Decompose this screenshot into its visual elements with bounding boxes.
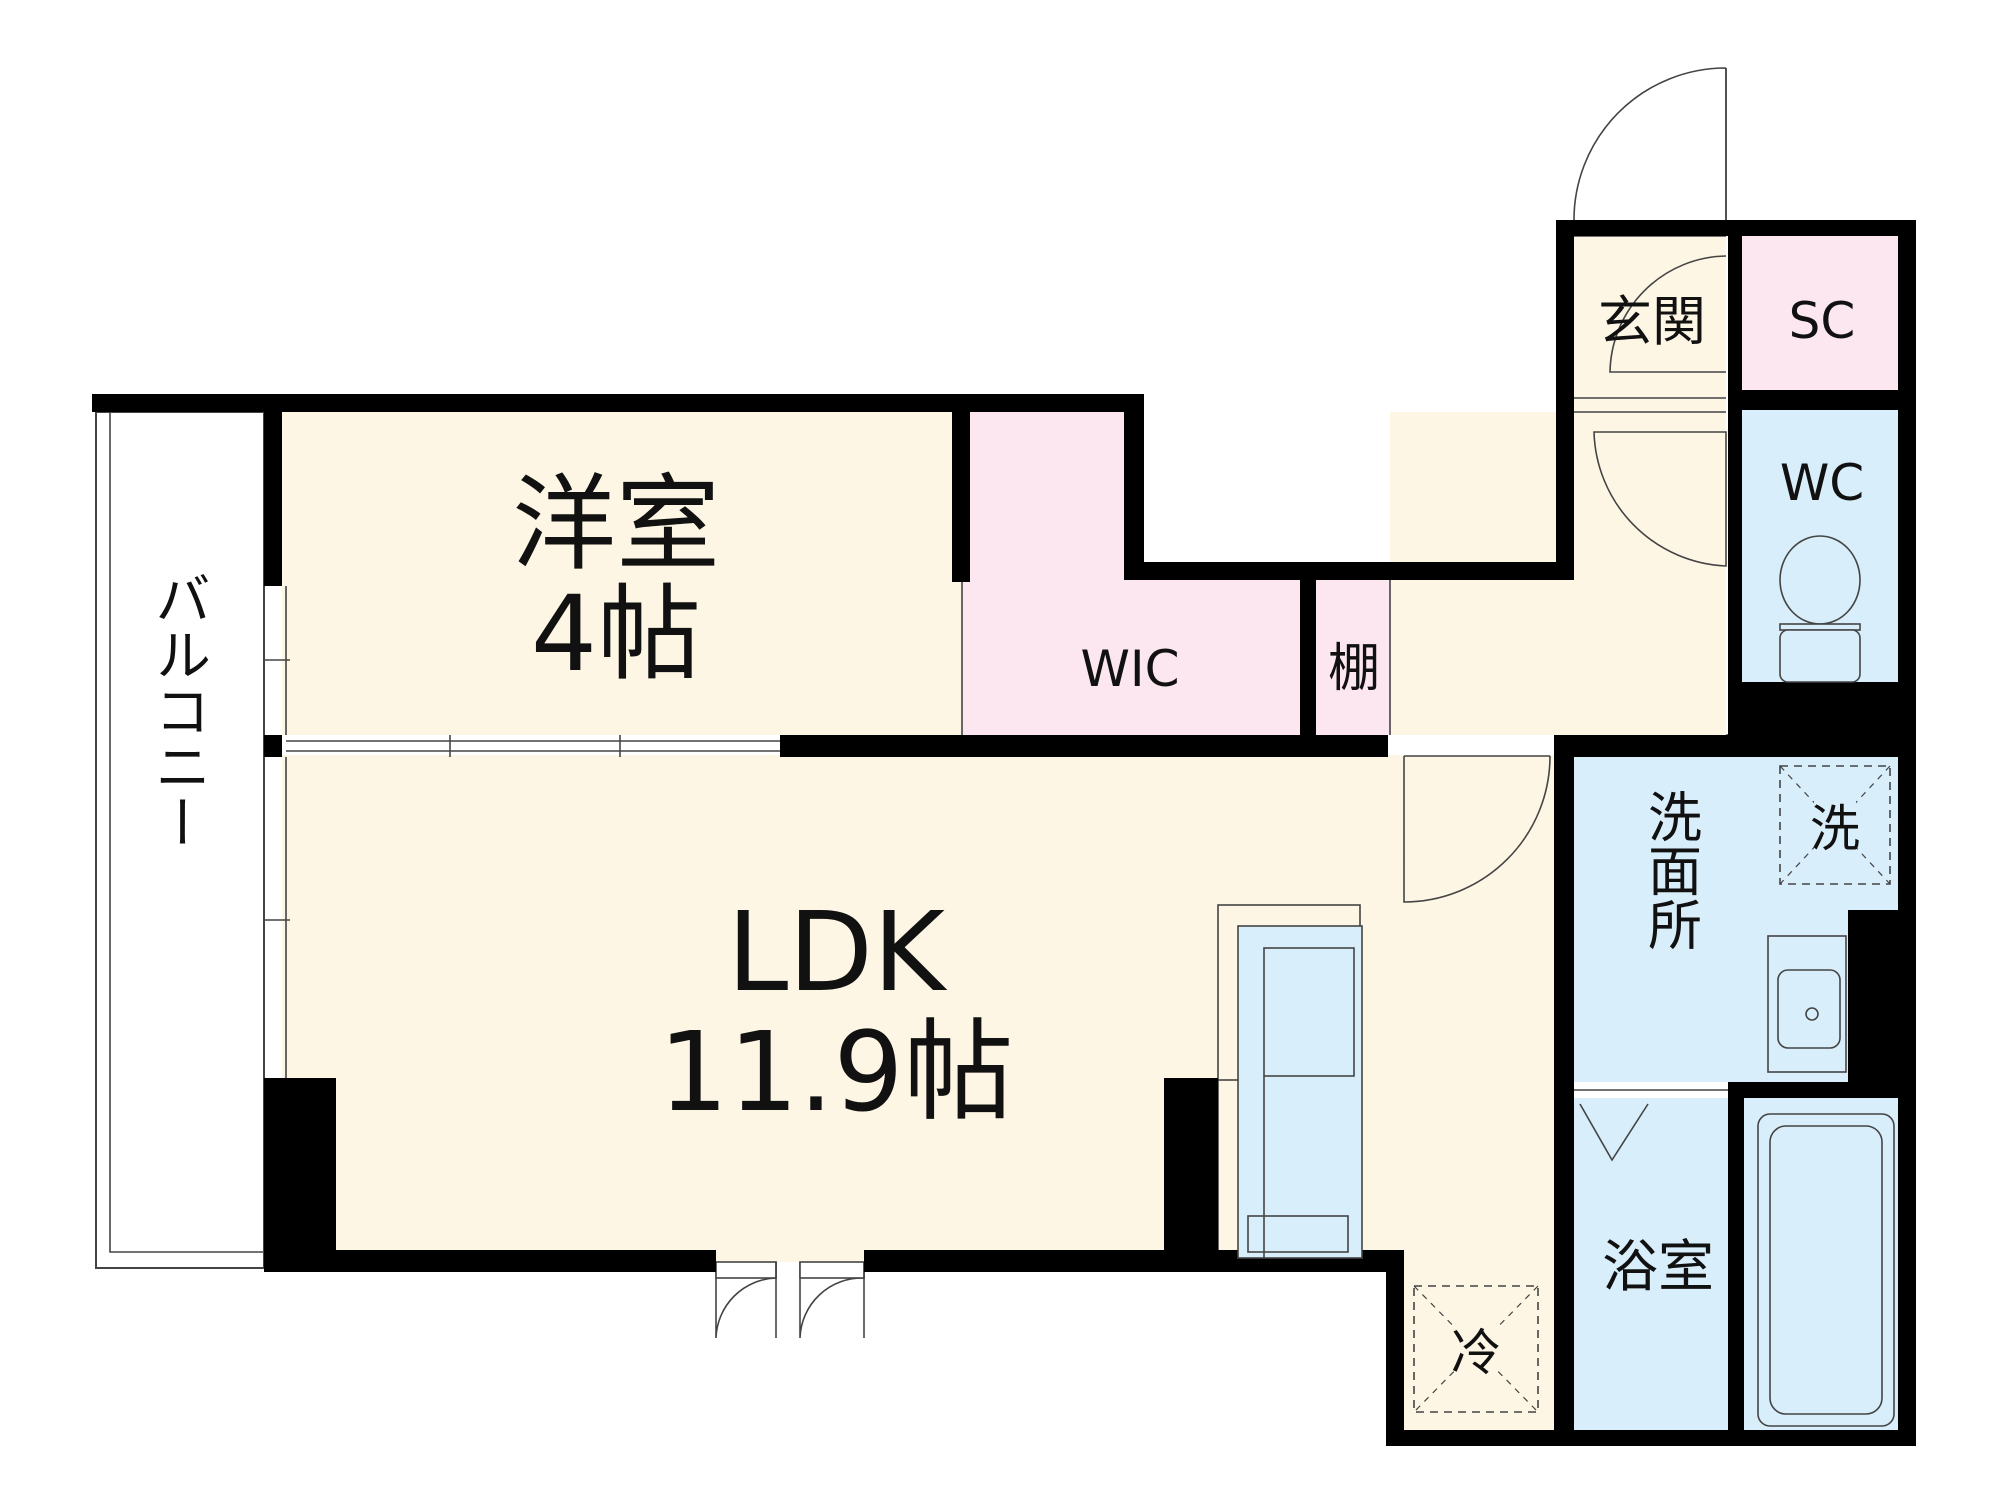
ldk-size: 11.9帖 [659, 1008, 1014, 1136]
western-room-area [282, 412, 962, 735]
washroom-label: 洗面所 [1639, 789, 1702, 951]
western-room-name: 洋室 [512, 463, 720, 585]
shoe-closet-label: SC [1789, 292, 1856, 350]
refrigerator-space-icon [1413, 1285, 1539, 1413]
room-labels: 洋室 4帖 WIC 棚 玄関 SC WC LDK 11.9帖 洗面所 浴室 バル… [146, 290, 1865, 1382]
bathtub-icon [1757, 1113, 1895, 1427]
ldk-name: LDK [727, 888, 948, 1016]
bathroom-label: 浴室 [1602, 1235, 1714, 1300]
entrance-area [1572, 236, 1726, 412]
washing-machine-space-icon [1779, 765, 1891, 885]
door-swing-icon [1573, 67, 1727, 223]
kitchen-counter [1237, 925, 1363, 1259]
toilet-icon [1779, 535, 1861, 683]
balcony-label: バルコニー [146, 570, 211, 850]
sink-icon [1767, 935, 1847, 1073]
walls [92, 220, 1916, 1446]
refrigerator-label: 冷 [1451, 1324, 1501, 1382]
washing-machine-label: 洗 [1810, 800, 1860, 858]
shelf-area [1316, 580, 1390, 735]
shoe-closet-area [1742, 236, 1898, 390]
toilet-label: WC [1780, 454, 1864, 512]
balcony-area [95, 411, 265, 1269]
western-room-size: 4帖 [531, 573, 701, 695]
shelf-label: 棚 [1328, 639, 1380, 699]
door-swings [715, 67, 1727, 1339]
wic-area [962, 412, 1300, 735]
wic-label: WIC [1080, 640, 1179, 698]
entrance-label: 玄関 [1598, 290, 1706, 353]
